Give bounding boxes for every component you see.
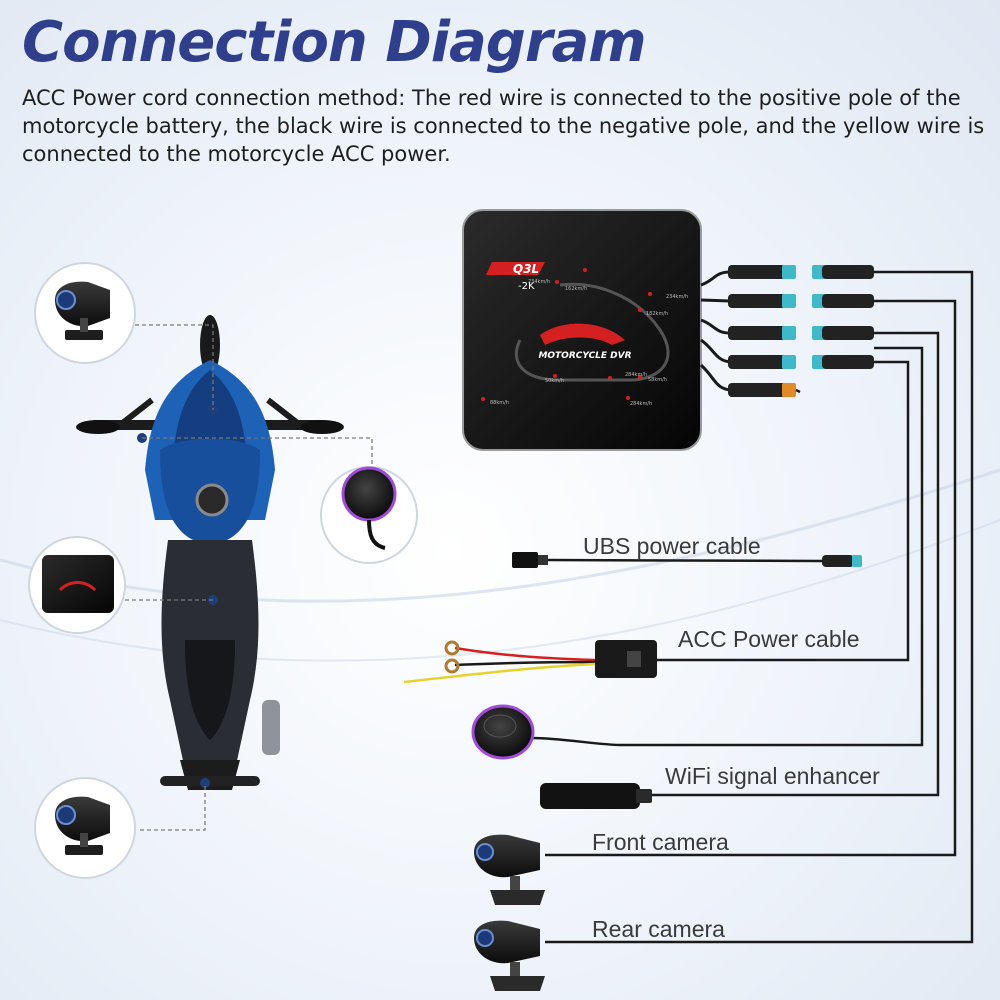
box-connectors bbox=[728, 265, 796, 397]
dvr-resolution: -2K bbox=[518, 281, 535, 292]
dvr-model: Q3L bbox=[513, 262, 539, 276]
usb-plug-icon bbox=[512, 552, 538, 568]
front-camera-label: Front camera bbox=[592, 829, 729, 855]
wifi-enhancer-label: WiFi signal enhancer bbox=[665, 763, 880, 789]
acc-cable-label: ACC Power cable bbox=[678, 626, 860, 652]
dvr-box: Q3L -2K MOTORCYCLE DVR 234km/h 162km/h 2… bbox=[462, 209, 702, 451]
fuse-box-icon bbox=[595, 640, 657, 678]
dvr-brand: MOTORCYCLE DVR bbox=[538, 351, 631, 361]
track-speed: 58km/h bbox=[648, 377, 667, 383]
motorcycle bbox=[76, 315, 344, 790]
cable-connectors bbox=[812, 265, 874, 369]
track-speed: 234km/h bbox=[666, 294, 688, 300]
rear-camera-device bbox=[474, 920, 545, 991]
instructions-text: ACC Power cord connection method: The re… bbox=[22, 86, 985, 166]
track-speed: 284km/h bbox=[625, 372, 647, 378]
track-speed: 162km/h bbox=[565, 286, 587, 292]
wifi-enhancer-device bbox=[540, 783, 652, 809]
track-speed: 50km/h bbox=[545, 378, 564, 384]
inset-button bbox=[320, 466, 418, 564]
inset-front-camera bbox=[34, 262, 136, 364]
track-speed: 88km/h bbox=[490, 400, 509, 406]
page-title: Connection Diagram bbox=[22, 10, 647, 75]
track-speed: 284km/h bbox=[630, 401, 652, 407]
usb-power-cable bbox=[512, 552, 862, 568]
leader-lines bbox=[125, 324, 373, 831]
routing-wires bbox=[545, 270, 974, 944]
usb-cable-label: UBS power cable bbox=[583, 533, 761, 559]
track-speed: 182km/h bbox=[646, 311, 668, 317]
acc-power-cable bbox=[403, 640, 657, 684]
inset-dvr-box bbox=[28, 536, 126, 634]
button-icon bbox=[341, 466, 397, 522]
button-device bbox=[471, 704, 535, 760]
inset-rear-camera bbox=[34, 777, 136, 879]
track-speed: 234km/h bbox=[528, 279, 550, 285]
rear-camera-label: Rear camera bbox=[592, 916, 725, 942]
front-camera-device bbox=[474, 834, 545, 905]
motorcycle-logo-icon bbox=[540, 323, 625, 345]
